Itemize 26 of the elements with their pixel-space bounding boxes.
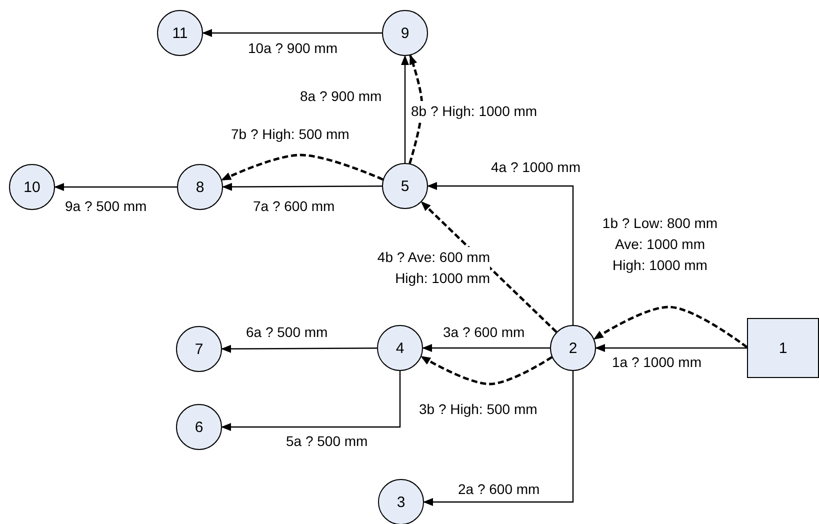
dashed-arrow: [221, 154, 384, 182]
node-circle: 5: [382, 163, 428, 209]
dashed-arrow: [420, 201, 558, 333]
node-circle: 9: [382, 10, 428, 56]
node-box: 1: [747, 318, 819, 378]
arrow: [427, 182, 574, 325]
arrow: [222, 182, 382, 191]
node-circle: 7: [176, 326, 222, 372]
arrow: [221, 344, 377, 353]
node-circle: 10: [9, 164, 55, 210]
arrow: [423, 371, 574, 506]
node-circle: 8: [177, 164, 223, 210]
arrow: [422, 344, 550, 352]
arrow: [595, 344, 747, 352]
node-circle: 6: [176, 404, 222, 450]
dashed-arrow: [593, 306, 748, 348]
node-circle: 11: [157, 10, 203, 56]
arrow: [202, 29, 382, 37]
dashed-arrow: [420, 356, 553, 386]
arrow: [54, 183, 177, 191]
node-circle: 3: [378, 479, 424, 524]
node-circle: 2: [550, 325, 596, 371]
arrow: [221, 371, 401, 431]
node-circle: 4: [377, 325, 423, 371]
edge-label: 8b ? High: 1000 mm: [411, 101, 538, 122]
arrow: [401, 55, 409, 163]
